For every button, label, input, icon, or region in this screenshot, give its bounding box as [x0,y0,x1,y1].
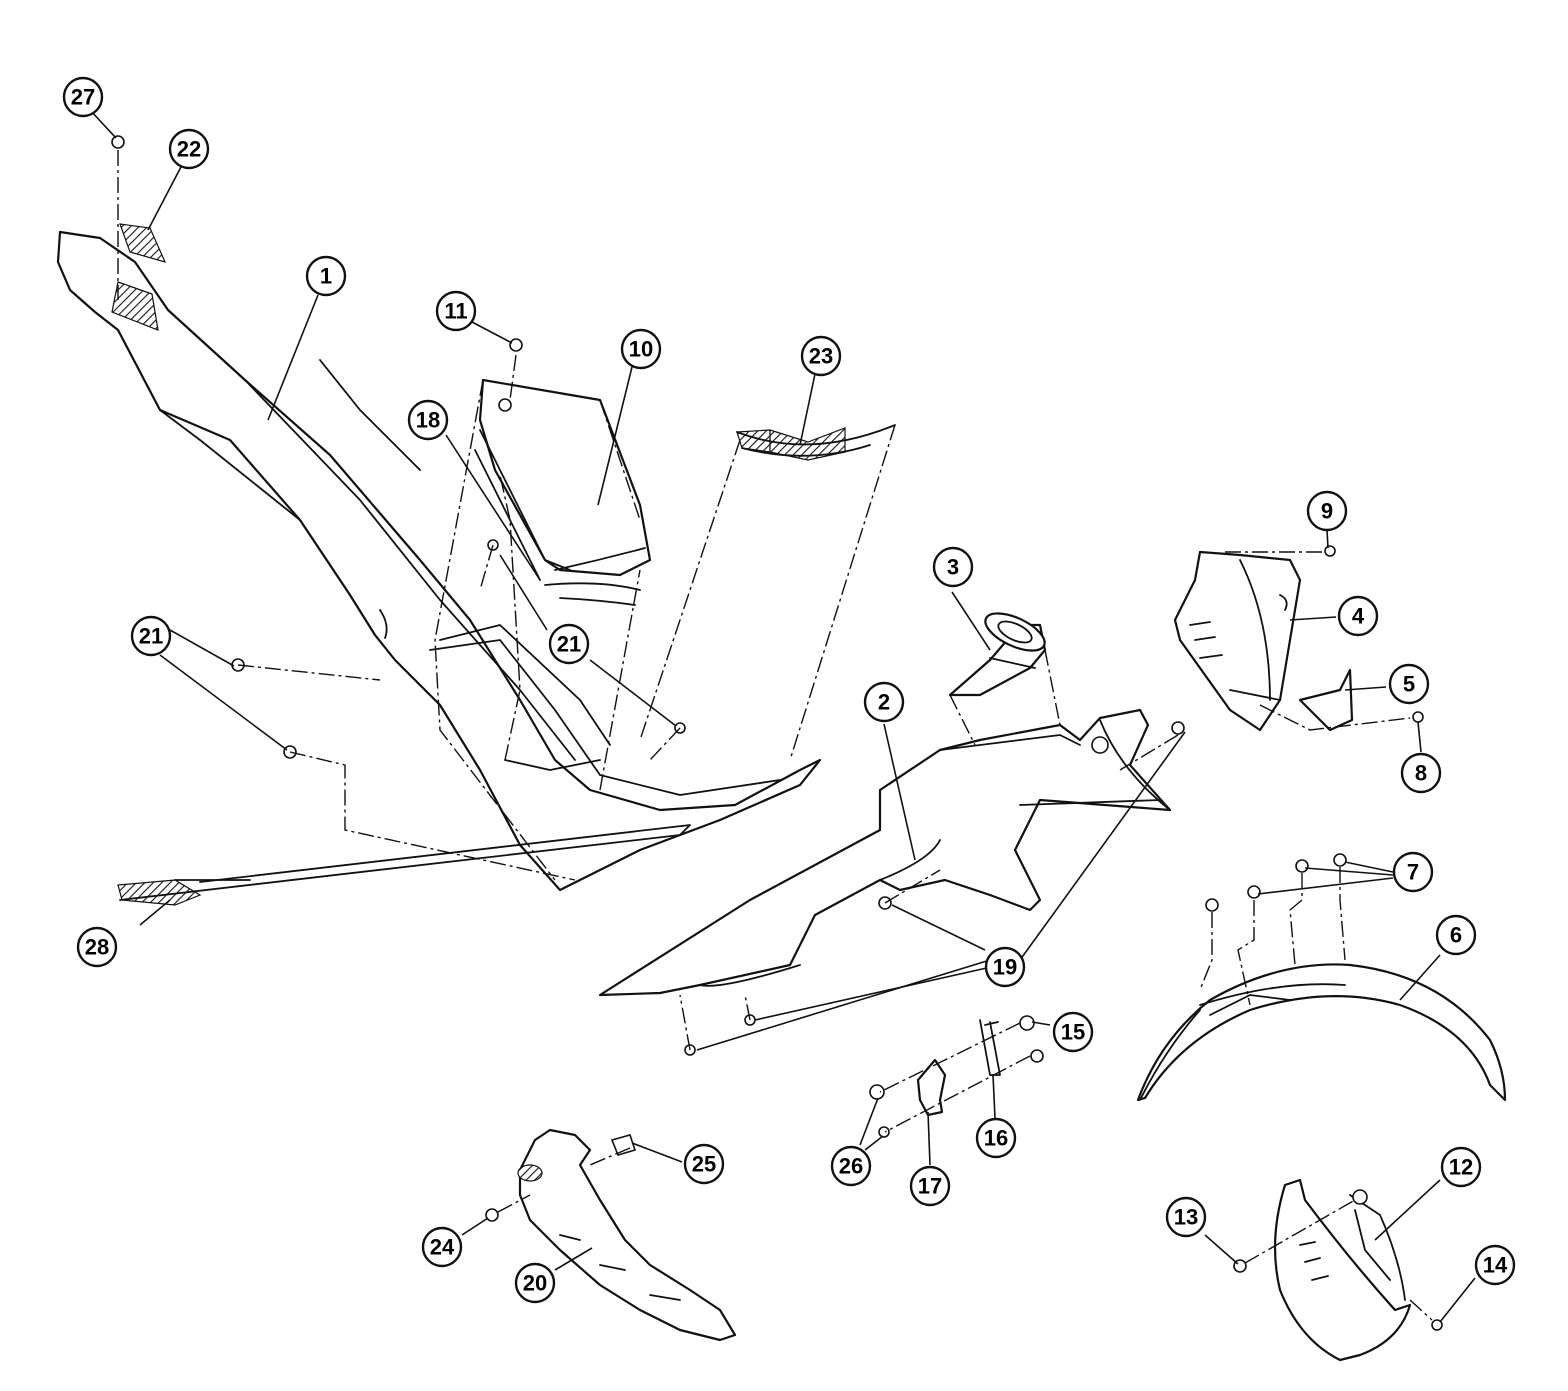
callout-16: 16 [975,1117,1017,1159]
part-17-mount-plate [916,1058,947,1117]
callout-label: 8 [1415,761,1427,786]
assembly-lines [117,150,1433,1321]
callout-label: 15 [1061,1020,1085,1045]
part-2-side-panel [598,708,1172,997]
callout-8: 8 [1400,752,1442,794]
callout-label: 21 [557,632,581,657]
callout-7: 7 [1392,851,1434,893]
part-10-front-panel [474,378,652,606]
callout-label: 17 [918,1174,942,1199]
callout-23: 23 [800,335,842,377]
part-24-screw [485,1208,499,1222]
callout-label: 6 [1450,923,1462,948]
callout-21-left: 21 [130,615,172,657]
callout-19: 19 [984,946,1026,988]
callout-label: 19 [993,955,1017,980]
callout-3: 3 [932,546,974,588]
part-3-filler-neck [948,612,1047,697]
part-20-grab-rail [517,1128,737,1342]
callout-17: 17 [909,1165,951,1207]
leader-lines [89,109,1476,1323]
callout-label: 10 [629,337,653,362]
callout-label: 16 [984,1126,1008,1151]
callout-18: 18 [407,399,449,441]
callout-5: 5 [1388,663,1430,705]
callout-21-center: 21 [548,623,590,665]
part-25-clip [610,1134,637,1156]
callout-2: 2 [863,681,905,723]
part-4-side-bracket [1173,550,1302,732]
part-5-bracket-clip [1298,668,1354,732]
callout-14: 14 [1474,1244,1516,1286]
callout-12: 12 [1440,1146,1482,1188]
callout-label: 12 [1449,1155,1473,1180]
part-16-mount-bracket [979,1019,1001,1076]
callout-label: 5 [1403,672,1415,697]
callout-24: 24 [421,1226,463,1268]
callout-1: 1 [305,255,347,297]
callout-label: 14 [1483,1253,1508,1278]
callout-4: 4 [1337,595,1379,637]
callout-20: 20 [514,1262,556,1304]
callout-26: 26 [830,1145,872,1187]
callout-label: 13 [1174,1205,1198,1230]
callout-13: 13 [1165,1196,1207,1238]
part-22-emblem [111,223,167,331]
callout-label: 27 [71,85,95,110]
callout-27: 27 [62,76,104,118]
callout-label: 1 [320,264,332,289]
part-7-bolts [1205,853,1347,912]
callout-label: 26 [839,1154,863,1179]
callout-10: 10 [620,328,662,370]
callout-label: 7 [1407,860,1419,885]
callout-label: 24 [430,1235,455,1260]
callout-label: 23 [809,344,833,369]
callout-label: 9 [1321,499,1333,524]
callout-label: 18 [416,408,440,433]
part-6-front-fender [1136,963,1507,1102]
hardware-bolts [111,135,1443,1331]
part-12-disc-guard [1233,1178,1412,1362]
callout-label: 28 [85,935,109,960]
callout-label: 25 [692,1152,716,1177]
lower-trim-strip [119,824,691,901]
callout-label: 22 [177,137,201,162]
callout-9: 9 [1306,490,1348,532]
callout-label: 20 [523,1271,547,1296]
callout-28: 28 [76,926,118,968]
part-1-front-side-cover [56,230,822,892]
callout-22: 22 [168,128,210,170]
callout-6: 6 [1435,914,1477,956]
callout-label: 2 [878,690,890,715]
callout-15: 15 [1052,1011,1094,1053]
callout-25: 25 [683,1143,725,1185]
part-23-upper-cover [736,424,896,461]
callout-label: 11 [444,299,467,324]
callout-label: 4 [1352,604,1365,629]
callout-label: 21 [139,624,163,649]
callout-label: 3 [947,555,959,580]
callout-11: 11 [435,290,477,332]
